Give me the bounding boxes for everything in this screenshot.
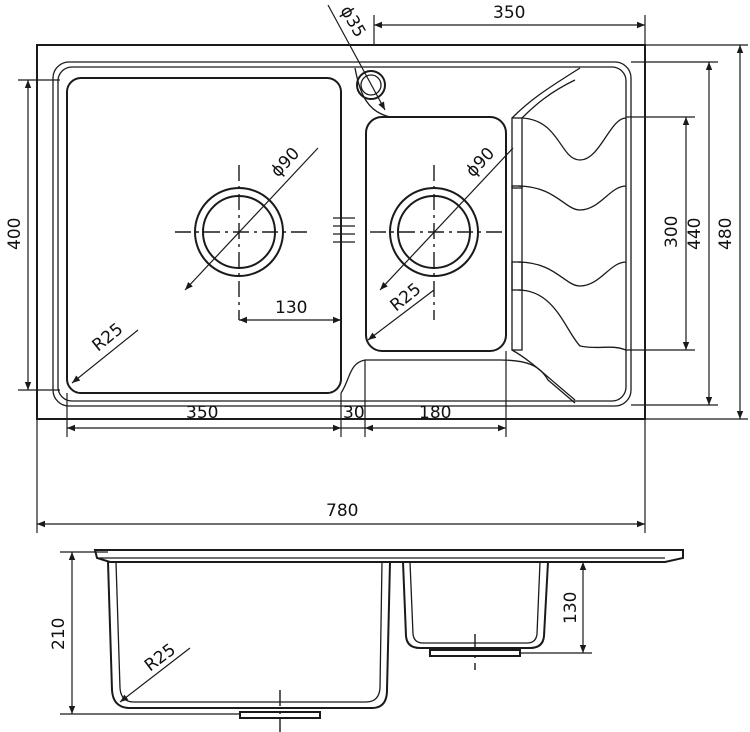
side-radius-leader: [119, 647, 191, 703]
main-radius-leader: [71, 329, 139, 384]
divider-ribs: [333, 217, 355, 243]
right-300-label: 300: [662, 216, 682, 248]
side-depth-210-label: 210: [49, 618, 69, 650]
drain-offset-label: 130: [275, 298, 307, 318]
divider-top-curve: [354, 67, 391, 118]
overflow-hole-inner: [360, 74, 382, 96]
overall-width-label: 780: [326, 501, 358, 521]
main-bowl: [66, 77, 342, 394]
sink-rim: [52, 61, 632, 407]
side-view: 210 130 R25: [49, 549, 684, 732]
left-height-label: 400: [5, 218, 25, 250]
divider-curve: [340, 359, 576, 404]
overflow-diameter-label: ϕ35: [336, 3, 370, 41]
bottom-180-label: 180: [419, 403, 451, 423]
side-main-bowl-inner: [115, 561, 383, 703]
second-drain-label: ϕ90: [462, 144, 499, 182]
main-radius-label: R25: [89, 319, 128, 356]
side-second-bowl-inner: [409, 561, 541, 644]
second-bowl: [365, 116, 507, 352]
main-drain-label: ϕ90: [267, 144, 304, 182]
bottom-30-label: 30: [343, 403, 365, 423]
second-drain: [370, 147, 514, 320]
overflow-hole: [356, 70, 386, 100]
main-drain: [175, 147, 319, 320]
right-480-label: 480: [716, 218, 736, 250]
side-main-bowl: [107, 561, 391, 709]
right-440-label: 440: [685, 218, 705, 250]
bottom-350-label: 350: [186, 403, 218, 423]
side-depth-130-label: 130: [561, 592, 581, 624]
side-top-slab: [93, 549, 684, 563]
second-radius-leader: [367, 289, 435, 341]
top-view: ϕ35 ϕ90 ϕ90 130 R25 R25: [5, 3, 748, 533]
top-width-label: 350: [493, 3, 525, 23]
overflow-leader: [327, 4, 386, 111]
second-radius-label: R25: [387, 279, 426, 316]
sink-rim-inner: [57, 66, 627, 402]
drainer-board: [511, 67, 627, 401]
